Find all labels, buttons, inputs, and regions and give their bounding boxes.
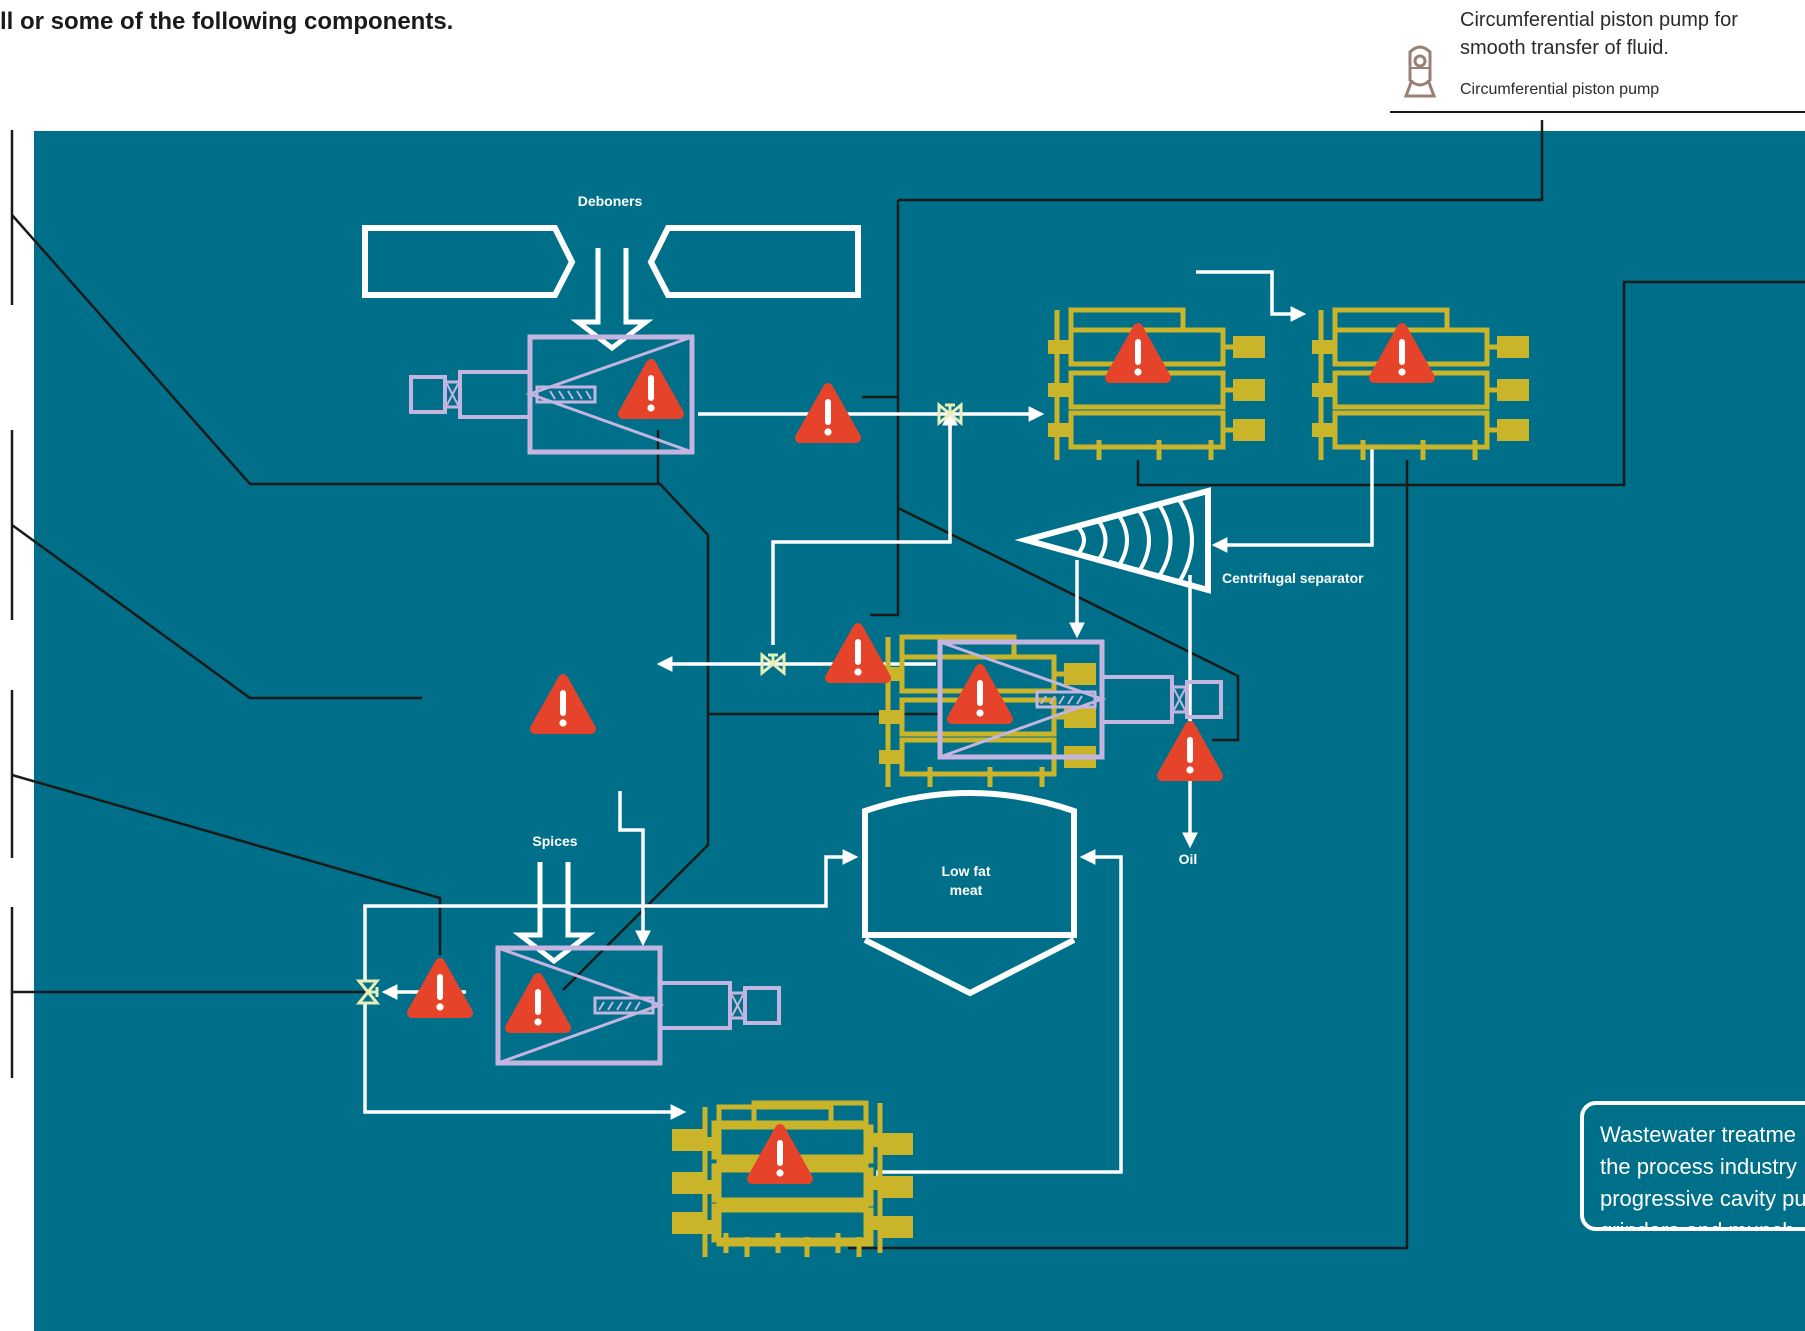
warning-icon	[623, 364, 679, 414]
legend-divider	[1390, 111, 1805, 113]
warning-icon	[412, 963, 468, 1013]
warning-icon	[535, 679, 591, 729]
tank-icon	[862, 790, 1077, 997]
warning-icon	[1374, 328, 1430, 378]
centrifugal-separator-label: Centrifugal separator	[1222, 570, 1364, 586]
grinder-icon	[1048, 310, 1265, 460]
deboner-feed-arrow	[570, 248, 654, 352]
warning-icon	[952, 669, 1008, 719]
tank-label-line-1: Low fat	[942, 863, 991, 879]
warning-icon	[800, 388, 856, 438]
warning-icon	[510, 978, 566, 1028]
deboner-hopper-right	[647, 225, 861, 298]
warning-markers	[412, 328, 1430, 1179]
deboner-hopper-left	[362, 225, 576, 298]
grinder-icon	[1312, 310, 1529, 460]
process-diagram-panel	[34, 131, 1805, 1331]
info-box-line-4: grinders and munch	[1600, 1218, 1795, 1231]
warning-icon	[1110, 328, 1166, 378]
flow-lines	[363, 270, 1374, 1188]
info-box: Wastewater treatme the process industry …	[1580, 1101, 1805, 1231]
circumferential-piston-pump-icon	[1402, 44, 1438, 107]
legend-caption-line-2: smooth transfer of fluid.	[1460, 37, 1669, 59]
centrifugal-separator-icon	[1014, 487, 1211, 594]
warning-icon	[752, 1129, 808, 1179]
spices-feed-arrow	[512, 862, 596, 965]
info-box-line-3: progressive cavity pu	[1600, 1186, 1805, 1211]
warning-icon	[1162, 726, 1218, 776]
oil-label: Oil	[1179, 851, 1198, 867]
tank-label-line-2: meat	[950, 882, 983, 898]
legend-caption: Circumferential piston pump for smooth t…	[1460, 6, 1800, 62]
warning-icon	[830, 628, 886, 678]
leader-lines	[10, 120, 1805, 1250]
info-box-line-2: the process industry	[1600, 1154, 1797, 1179]
deboners-label: Deboners	[578, 193, 643, 209]
spices-label: Spices	[532, 833, 577, 849]
legend-label: Circumferential piston pump	[1460, 81, 1660, 98]
legend-caption-line-1: Circumferential piston pump for	[1460, 9, 1738, 31]
page-heading: ll or some of the following components.	[0, 8, 454, 35]
info-box-line-1: Wastewater treatme	[1600, 1122, 1797, 1147]
